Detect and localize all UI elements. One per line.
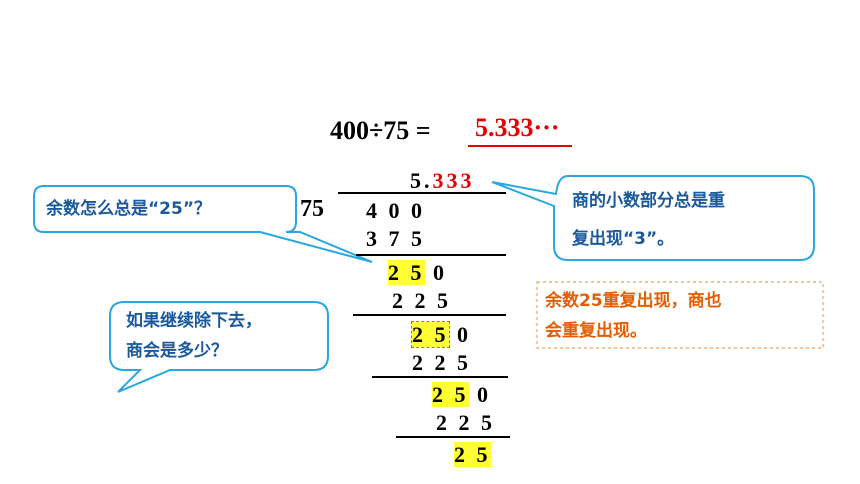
remainder-row: 2 5 0 xyxy=(388,260,447,286)
remainder-rest: 0 xyxy=(424,260,447,285)
quotient-int: 5. xyxy=(410,168,433,193)
continue-question-bubble xyxy=(109,301,329,393)
division-bar xyxy=(338,192,506,194)
note-box xyxy=(536,281,824,349)
remainder-question-text: 余数怎么总是“25”？ xyxy=(46,199,212,219)
divisor: 75 xyxy=(300,196,324,222)
quotient: 5.333 xyxy=(410,168,475,194)
quotient-repeat-line1: 商的小数部分总是重 xyxy=(572,191,725,211)
quotient-repeat-line2: 复出现“3”。 xyxy=(572,229,675,249)
dividend: 4 0 0 xyxy=(366,198,425,223)
remainder-highlight: 2 5 xyxy=(454,442,491,467)
continue-question-line2: 商会是多少？ xyxy=(126,341,228,361)
note-line1: 余数25重复出现，商也 xyxy=(545,291,722,311)
subtrahend: 3 7 5 xyxy=(366,226,425,251)
subtrahend: 2 2 5 xyxy=(412,350,471,375)
subtraction-line xyxy=(372,376,508,378)
remainder-row: 2 5 0 xyxy=(411,321,471,348)
subtrahend: 2 2 5 xyxy=(392,288,451,313)
answer-underline xyxy=(468,145,572,147)
subtrahend: 2 2 5 xyxy=(436,410,495,435)
subtraction-line xyxy=(356,254,506,256)
remainder-highlight: 2 5 xyxy=(388,260,425,285)
remainder-row: 2 5 xyxy=(454,442,491,468)
subtraction-line xyxy=(353,314,506,316)
equation-answer: 5.333··· xyxy=(475,113,560,142)
subtraction-line xyxy=(396,436,510,438)
quotient-digit: 3 xyxy=(460,168,475,193)
remainder-row: 2 5 0 xyxy=(432,382,491,408)
remainder-rest: 0 xyxy=(448,322,471,347)
quotient-digit: 3 xyxy=(446,168,461,193)
quotient-repeat-bubble xyxy=(491,175,815,261)
remainder-question-bubble xyxy=(33,185,373,263)
remainder-rest: 0 xyxy=(468,382,491,407)
remainder-highlight: 2 5 xyxy=(411,321,450,348)
note-line2: 会重复出现。 xyxy=(545,321,647,341)
quotient-digit: 3 xyxy=(432,168,447,193)
remainder-highlight: 2 5 xyxy=(432,382,469,407)
continue-question-line1: 如果继续除下去， xyxy=(126,311,262,331)
equation-left: 400÷75 = xyxy=(330,116,431,145)
